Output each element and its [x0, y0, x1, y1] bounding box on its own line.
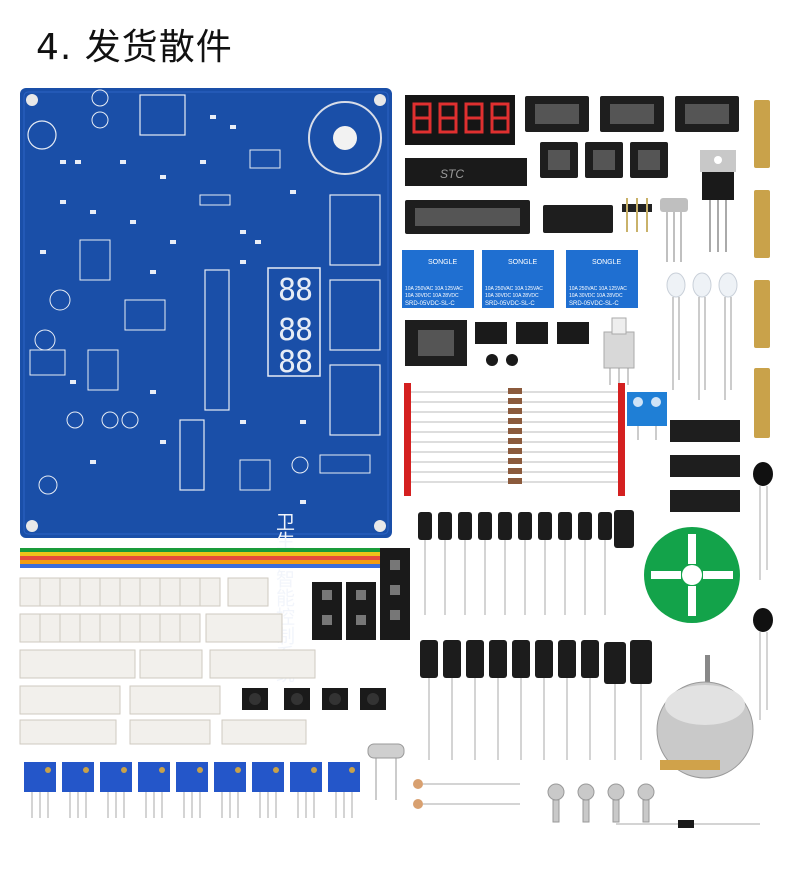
ir-leds	[753, 462, 773, 720]
page-title: 4. 发货散件	[36, 27, 233, 68]
electrolytic-caps-row1	[418, 510, 634, 615]
trimmer-potentiometers	[24, 762, 360, 792]
relays: SONGLE 10A 250VAC 10A 125VAC 10A 30VDC 1…	[402, 250, 638, 308]
dip-ics	[670, 420, 740, 512]
relay-model: SRD-05VDC-SL-C	[405, 301, 455, 307]
push-switch	[603, 317, 635, 385]
smd-strips	[312, 548, 410, 640]
transistor-can	[660, 198, 688, 262]
svg-text:8: 8	[295, 313, 313, 348]
small-ics	[405, 320, 589, 366]
relay-brand: SONGLE	[508, 259, 538, 266]
screws	[547, 783, 655, 823]
resistor-strip	[404, 383, 625, 496]
photoresistors	[413, 779, 520, 809]
svg-text:8: 8	[278, 345, 296, 380]
white-leds	[666, 272, 738, 400]
ribbon-cable	[20, 548, 380, 568]
relay-brand: SONGLE	[428, 259, 458, 266]
relay-rating: 10A 250VAC 10A 125VAC	[405, 286, 463, 292]
relay-rating: 10A 250VAC 10A 125VAC	[569, 286, 627, 292]
relay-rating: 10A 30VDC 10A 28VDC	[569, 293, 623, 299]
seven-segment-display	[405, 95, 515, 145]
tactile-buttons	[242, 688, 386, 710]
voltage-regulator	[700, 150, 736, 252]
terminal-block	[627, 392, 667, 440]
relay-model: SRD-05VDC-SL-C	[569, 301, 619, 307]
green-encoder-disc	[644, 527, 740, 623]
brass-standoffs	[754, 100, 770, 438]
relay-brand: SONGLE	[592, 259, 622, 266]
crystal-oscillator	[367, 743, 405, 800]
small-screws	[486, 354, 518, 366]
svg-text:8: 8	[295, 273, 313, 308]
svg-text:8: 8	[295, 345, 313, 380]
white-connectors	[19, 577, 316, 745]
pin-header	[622, 198, 652, 232]
diode	[616, 820, 760, 828]
electrolytic-caps-row2	[420, 640, 652, 760]
relay-model: SRD-05VDC-SL-C	[485, 301, 535, 307]
stc-microcontroller: STC	[405, 158, 527, 186]
relay-rating: 10A 30VDC 10A 28VDC	[405, 293, 459, 299]
ic-label: STC	[440, 167, 464, 181]
svg-text:8: 8	[278, 273, 296, 308]
dc-motor	[656, 655, 754, 779]
relay-rating: 10A 250VAC 10A 125VAC	[485, 286, 543, 292]
svg-text:8: 8	[278, 313, 296, 348]
relay-rating: 10A 30VDC 10A 28VDC	[485, 293, 539, 299]
